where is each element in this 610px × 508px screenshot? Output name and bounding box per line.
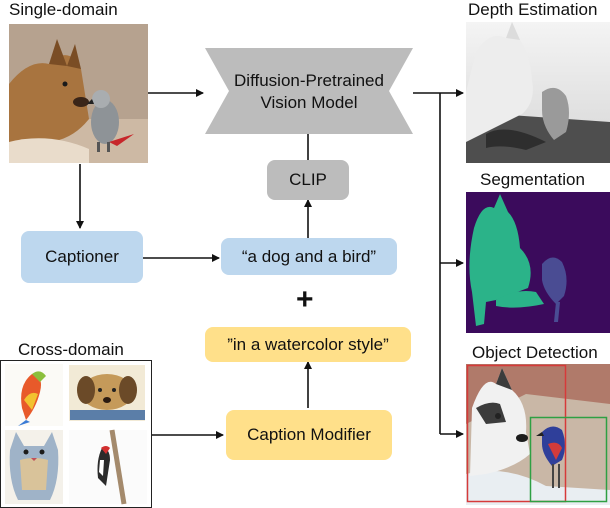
object-detection-image (466, 364, 610, 505)
captioner-box: Captioner (21, 231, 143, 283)
caption-box: “a dog and a bird” (221, 238, 397, 275)
bird-bounding-box (529, 416, 608, 503)
single-domain-title: Single-domain (9, 0, 118, 19)
dog-bounding-box (466, 364, 567, 503)
style-phrase-box: ”in a watercolor style” (205, 327, 411, 362)
clip-box: CLIP (267, 160, 349, 200)
diffusion-model-label-line1: Diffusion-Pretrained (234, 71, 384, 90)
cross-domain-title: Cross-domain (18, 340, 124, 359)
depth-estimation-image (466, 22, 610, 163)
diffusion-model-shape (205, 48, 413, 134)
diffusion-model-label-line2: Vision Model (260, 93, 358, 112)
segmentation-title: Segmentation (480, 170, 585, 189)
cross-domain-panel (0, 360, 152, 508)
watercolor-dog-thumbnail (69, 365, 145, 421)
object-detection-title: Object Detection (472, 343, 598, 362)
caption-modifier-box: Caption Modifier (226, 410, 392, 460)
single-domain-photo (9, 24, 148, 163)
segmentation-image (466, 192, 610, 333)
watercolor-cat-thumbnail (5, 430, 63, 504)
watercolor-woodpecker-thumbnail (69, 429, 147, 505)
diffusion-model-label: Diffusion-Pretrained Vision Model (205, 70, 413, 114)
plus-sign: + (296, 283, 314, 316)
depth-estimation-title: Depth Estimation (468, 0, 598, 19)
watercolor-parrot-thumbnail (5, 364, 63, 426)
